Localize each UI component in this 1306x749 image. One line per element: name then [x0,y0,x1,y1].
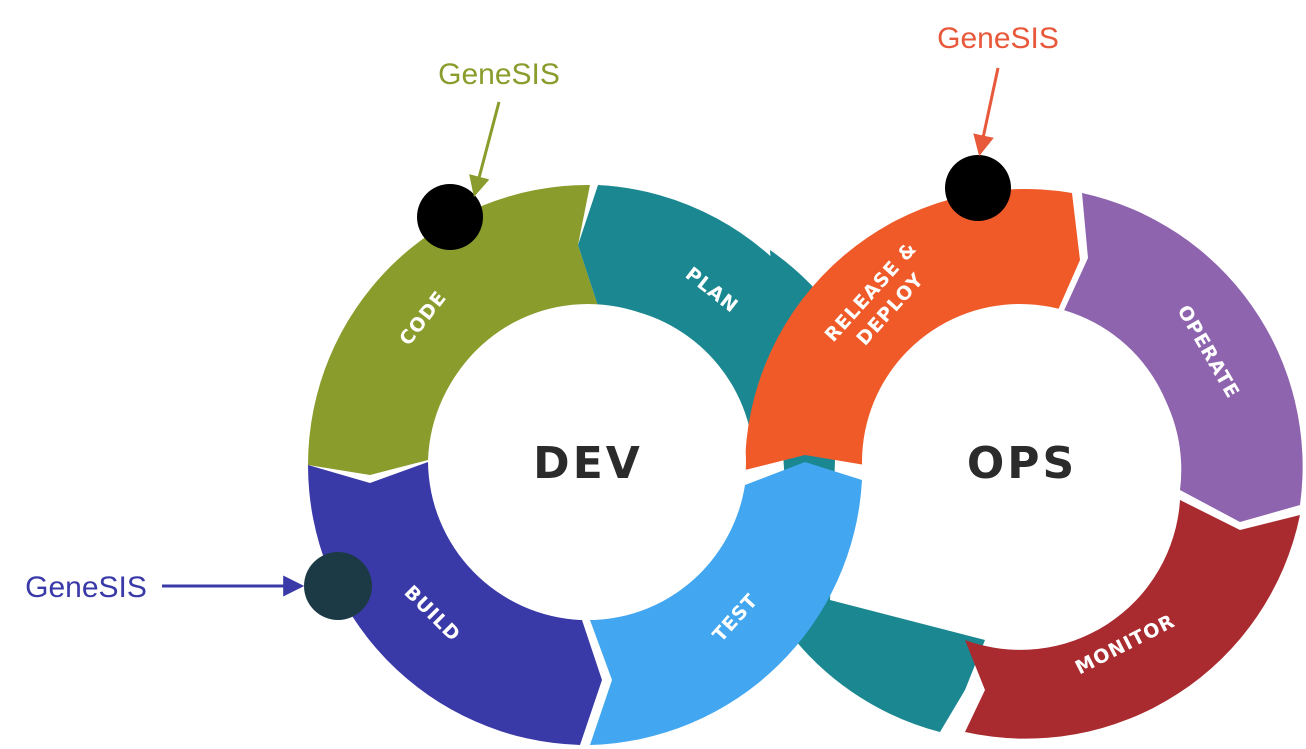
ops-inner-circle [862,304,1178,620]
release-deploy-segment [744,189,1080,471]
code-callout-arrow [469,101,501,198]
ops-center-label: OPS [967,438,1077,489]
dev-inner-circle [430,304,746,620]
build-marker [304,552,372,620]
code-marker [417,184,483,250]
release-callout-text: GeneSIS [937,22,1059,55]
operate-segment [1062,193,1303,522]
monitor-segment [965,500,1300,739]
build-callout-text: GeneSIS [25,571,147,604]
test-segment [590,462,862,745]
code-callout-text: GeneSIS [438,58,560,91]
plan-segment [578,185,810,440]
build-segment [308,462,602,745]
dev-center-label: DEV [533,438,643,489]
release-marker [945,155,1011,221]
release-callout-arrow [973,67,1000,157]
code-segment [308,184,598,475]
